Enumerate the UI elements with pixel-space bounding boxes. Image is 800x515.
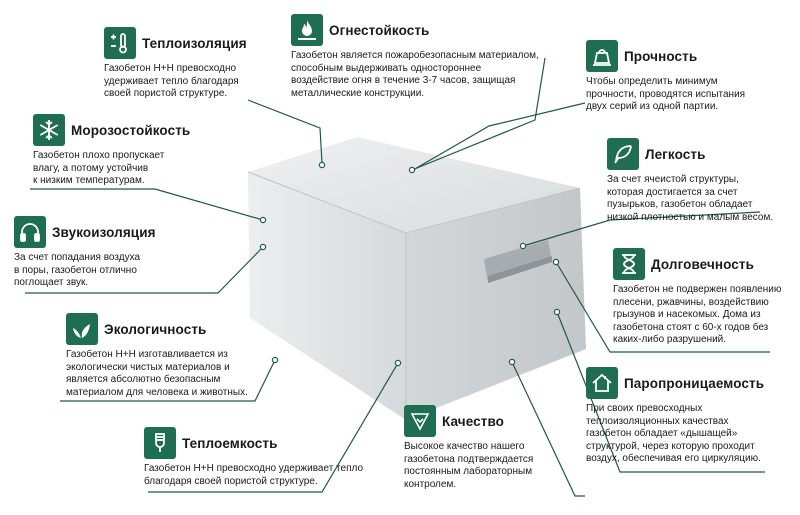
headphones-icon <box>14 216 46 248</box>
thermometer-icon <box>104 27 136 59</box>
quality-badge-icon <box>404 405 436 437</box>
lamp-icon <box>144 427 176 459</box>
callout-text: Газобетон плохо пропускает влагу, а пото… <box>33 150 165 187</box>
leader-line-quality <box>511 361 585 497</box>
feather-icon <box>607 138 639 170</box>
callout-durability: Долговечность Газобетон не подвержен поя… <box>613 248 781 347</box>
callout-text: Высокое качество нашего газобетона подтв… <box>404 441 534 490</box>
hourglass-icon <box>613 248 645 280</box>
callout-sound-insulation: Звукоизоляция За счет попадания воздуха … <box>14 216 156 290</box>
callout-strength: Прочность Чтобы определить минимум прочн… <box>586 40 745 114</box>
leader-dots <box>259 161 561 367</box>
callout-title: Легкость <box>645 146 706 162</box>
block-front-face <box>248 172 406 420</box>
leader-line-fire <box>411 57 546 171</box>
callout-heat-capacity: Теплоемкость Газобетон Н+Н превосходно у… <box>144 427 363 488</box>
leader-line-frost <box>30 188 264 221</box>
leader-line-sound <box>25 246 264 294</box>
callout-title: Прочность <box>624 48 698 64</box>
callout-vapor-permeability: Паропроницаемость При своих превосходных… <box>586 367 764 466</box>
leaf-icon <box>66 313 98 345</box>
callout-text: За счет попадания воздуха в поры, газобе… <box>14 252 141 289</box>
callout-frost-resistance: Морозостойкость Газобетон плохо пропуска… <box>33 114 190 188</box>
leader-lines <box>25 57 770 497</box>
leader-line-vapor <box>556 311 765 473</box>
callout-title: Качество <box>442 413 505 429</box>
callout-title: Морозостойкость <box>71 122 191 138</box>
callout-title: Паропроницаемость <box>624 375 765 391</box>
callout-text: Газобетон Н+Н изготавливается из экологи… <box>66 349 248 398</box>
callout-lightness: Легкость За счет ячеистой структуры, кот… <box>607 138 773 224</box>
callout-text: При своих превосходных теплоизоляционных… <box>586 403 761 465</box>
callout-quality: Качество Высокое качество нашего газобет… <box>404 405 533 491</box>
callout-fire-resistance: Огнестойкость Газобетон является пожароб… <box>291 14 539 100</box>
callout-title: Огнестойкость <box>329 22 430 38</box>
leader-line-thermal <box>247 99 323 164</box>
callout-text: За счет ячеистой структуры, которая дост… <box>607 174 774 223</box>
callout-text: Газобетон Н+Н превосходно удерживает теп… <box>104 63 239 100</box>
leader-line-durable <box>555 261 770 353</box>
callout-title: Теплоемкость <box>182 435 278 451</box>
callout-title: Долговечность <box>651 256 755 272</box>
callout-thermal-insulation: Теплоизоляция Газобетон Н+Н превосходно … <box>104 27 247 101</box>
callout-text: Газобетон является пожаробезопасным мате… <box>291 50 539 99</box>
weight-icon <box>586 40 618 72</box>
leader-line-strength <box>412 102 586 171</box>
callout-title: Экологичность <box>104 321 207 337</box>
callout-text: Газобетон не подвержен появлению плесени… <box>613 284 782 346</box>
flame-icon <box>291 14 323 46</box>
callout-title: Звукоизоляция <box>52 224 156 240</box>
leader-line-light <box>522 211 761 247</box>
callout-eco-friendliness: Экологичность Газобетон Н+Н изготавливае… <box>66 313 248 399</box>
leader-line-eco <box>60 359 276 402</box>
house-icon <box>586 367 618 399</box>
leader-line-heat <box>148 362 399 493</box>
snowflake-icon <box>33 114 65 146</box>
callout-text: Газобетон Н+Н превосходно удерживает теп… <box>144 463 364 487</box>
callout-title: Теплоизоляция <box>142 35 247 51</box>
callout-text: Чтобы определить минимум прочности, пров… <box>586 76 746 113</box>
